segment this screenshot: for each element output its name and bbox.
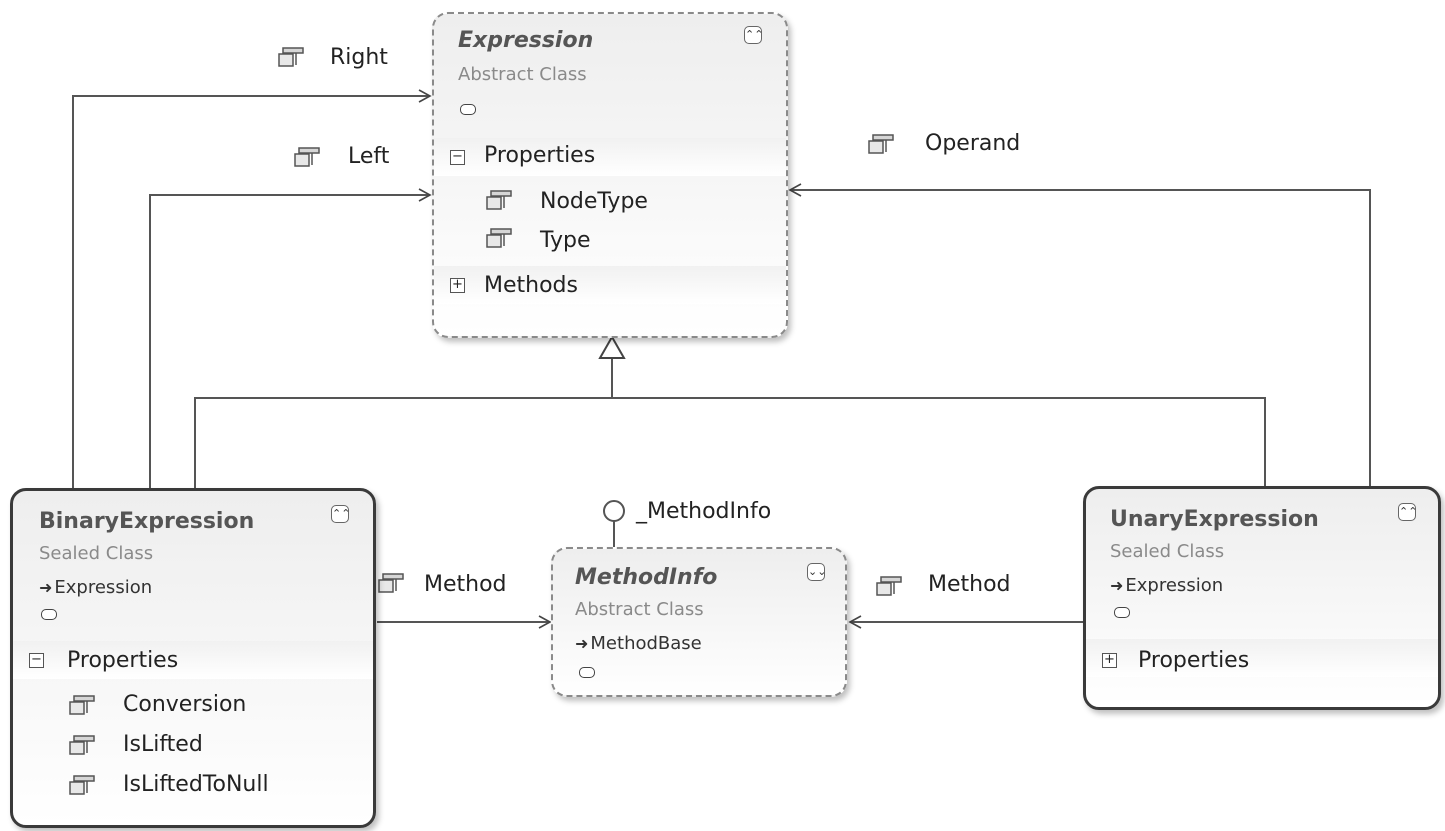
class-unary-expression[interactable]: UnaryExpression Sealed Class ➜Expression… (1083, 486, 1441, 710)
base-class-name: Expression (54, 577, 153, 598)
class-name: BinaryExpression (39, 509, 255, 534)
property-item[interactable]: IsLifted (123, 732, 203, 757)
chevron-double-up-icon[interactable]: ⌃⌃ (1398, 503, 1417, 521)
class-name: Expression (458, 28, 594, 53)
class-icon (579, 667, 595, 678)
left-association-line (149, 188, 432, 490)
plus-box-icon[interactable]: + (450, 278, 465, 293)
base-class: ➜Expression (1110, 575, 1223, 596)
properties-section-label: Properties (484, 143, 596, 168)
methods-section-header[interactable] (434, 266, 786, 304)
inheritance-line (194, 397, 1266, 490)
property-icon (868, 134, 894, 154)
operand-association-line (788, 183, 1371, 490)
right-association-line (72, 89, 432, 490)
base-class-name: MethodBase (590, 633, 702, 654)
chevron-double-up-icon[interactable]: ⌃⌃ (744, 26, 763, 44)
inherits-arrow-icon: ➜ (39, 578, 53, 597)
class-kind: Abstract Class (458, 64, 587, 85)
property-icon (378, 573, 404, 593)
base-class: ➜MethodBase (575, 633, 702, 654)
properties-section-header[interactable] (434, 138, 786, 176)
class-name: MethodInfo (575, 565, 718, 590)
class-expression[interactable]: Expression Abstract Class ⌃⌃ − Propertie… (432, 12, 788, 338)
property-item[interactable]: IsLiftedToNull (123, 772, 269, 797)
property-icon (69, 695, 95, 715)
property-icon (486, 228, 512, 248)
class-kind: Sealed Class (1110, 541, 1225, 562)
properties-section-header[interactable] (13, 641, 373, 679)
chevron-double-down-icon[interactable]: ⌄⌄ (807, 563, 826, 581)
property-item[interactable]: Type (540, 228, 591, 253)
class-methodinfo[interactable]: MethodInfo Abstract Class ➜MethodBase ⌄⌄ (551, 547, 847, 697)
properties-section-header[interactable] (1086, 639, 1438, 677)
class-binary-expression[interactable]: BinaryExpression Sealed Class ➜Expressio… (10, 488, 376, 828)
class-icon (41, 609, 57, 620)
property-icon (294, 147, 320, 167)
minus-box-icon[interactable]: − (450, 150, 465, 165)
class-name: UnaryExpression (1110, 507, 1319, 532)
property-item[interactable]: Conversion (123, 692, 247, 717)
property-item[interactable]: NodeType (540, 189, 648, 214)
property-icon (278, 47, 304, 67)
inherits-arrow-icon: ➜ (575, 634, 589, 653)
base-class: ➜Expression (39, 577, 152, 598)
property-icon (69, 735, 95, 755)
class-icon (1114, 607, 1130, 618)
class-icon (460, 104, 476, 115)
chevron-double-up-icon[interactable]: ⌃⌃ (331, 505, 350, 523)
property-icon (876, 576, 902, 596)
properties-section-label: Properties (1138, 648, 1250, 673)
left-association-label[interactable]: Left (348, 144, 390, 169)
property-icon (486, 190, 512, 210)
base-class-name: Expression (1125, 575, 1224, 596)
inheritance-arrow (598, 334, 626, 359)
minus-box-icon[interactable]: − (29, 653, 44, 668)
interface-label: _MethodInfo (636, 499, 772, 524)
binary-method-association-label[interactable]: Method (424, 572, 507, 597)
class-kind: Abstract Class (575, 599, 704, 620)
inherits-arrow-icon: ➜ (1110, 576, 1124, 595)
interface-lollipop-icon (603, 500, 625, 522)
plus-box-icon[interactable]: + (1102, 653, 1117, 668)
properties-section-label: Properties (67, 648, 179, 673)
operand-association-label[interactable]: Operand (925, 131, 1021, 156)
right-association-label[interactable]: Right (330, 45, 388, 70)
methods-section-label: Methods (484, 273, 578, 298)
unary-method-association-label[interactable]: Method (928, 572, 1011, 597)
class-kind: Sealed Class (39, 543, 154, 564)
property-icon (69, 775, 95, 795)
